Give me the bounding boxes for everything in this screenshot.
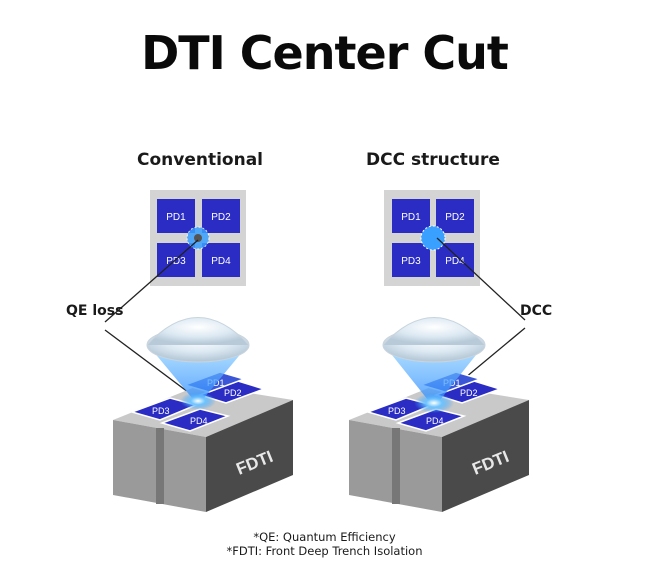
- pd2-3d-label: PD2: [224, 388, 242, 398]
- pixel-pd1: [392, 199, 430, 233]
- pd4-label: PD4: [445, 256, 465, 267]
- pd3-3d-label: PD3: [388, 406, 406, 416]
- pixel-pd2: [436, 199, 474, 233]
- pd4-3d-label: PD4: [426, 416, 444, 426]
- dcc-top-view: PD1 PD2 PD3 PD4: [384, 190, 480, 286]
- pd3-label: PD3: [166, 256, 186, 267]
- pd1-label: PD1: [401, 212, 421, 223]
- light-focus: [414, 393, 454, 413]
- qe-loss-center: [194, 234, 202, 242]
- pd2-label: PD2: [445, 212, 465, 223]
- pd2-3d-label: PD2: [460, 388, 478, 398]
- pd4-label: PD4: [211, 256, 231, 267]
- pd1-label: PD1: [166, 212, 186, 223]
- conventional-top-view: PD1 PD2 PD3 PD4: [150, 190, 246, 286]
- dcc-3d-cell: PD3 PD2 PD4 PD1 FDTI: [349, 317, 529, 512]
- pd2-label: PD2: [211, 212, 231, 223]
- pd4-3d-label: PD4: [190, 416, 208, 426]
- light-focus: [180, 392, 216, 410]
- dcc-structure-label: DCC structure: [366, 150, 500, 170]
- pd3-label: PD3: [401, 256, 421, 267]
- pd3-3d-label: PD3: [152, 406, 170, 416]
- page-title: DTI Center Cut: [141, 26, 509, 80]
- qe-loss-callout: QE loss: [66, 303, 124, 319]
- footnote-fdti: *FDTI: Front Deep Trench Isolation: [226, 544, 423, 558]
- pixel-pd2: [202, 199, 240, 233]
- qe-loss-line-bottom: [104, 329, 197, 399]
- dcc-line-top: [436, 237, 526, 321]
- pixel-pd4: [436, 243, 474, 277]
- conventional-label: Conventional: [137, 150, 264, 170]
- qe-loss-line-top: [104, 239, 199, 323]
- dcc-callout: DCC: [520, 303, 553, 319]
- pixel-pd4: [202, 243, 240, 277]
- pixel-pd3: [392, 243, 430, 277]
- pixel-pd1: [157, 199, 195, 233]
- conventional-3d-cell: PD3 PD2 PD4 PD1 FDTI: [113, 317, 293, 512]
- dcc-focus-spot: [420, 225, 446, 251]
- footnote-qe: *QE: Quantum Efficiency: [253, 530, 396, 544]
